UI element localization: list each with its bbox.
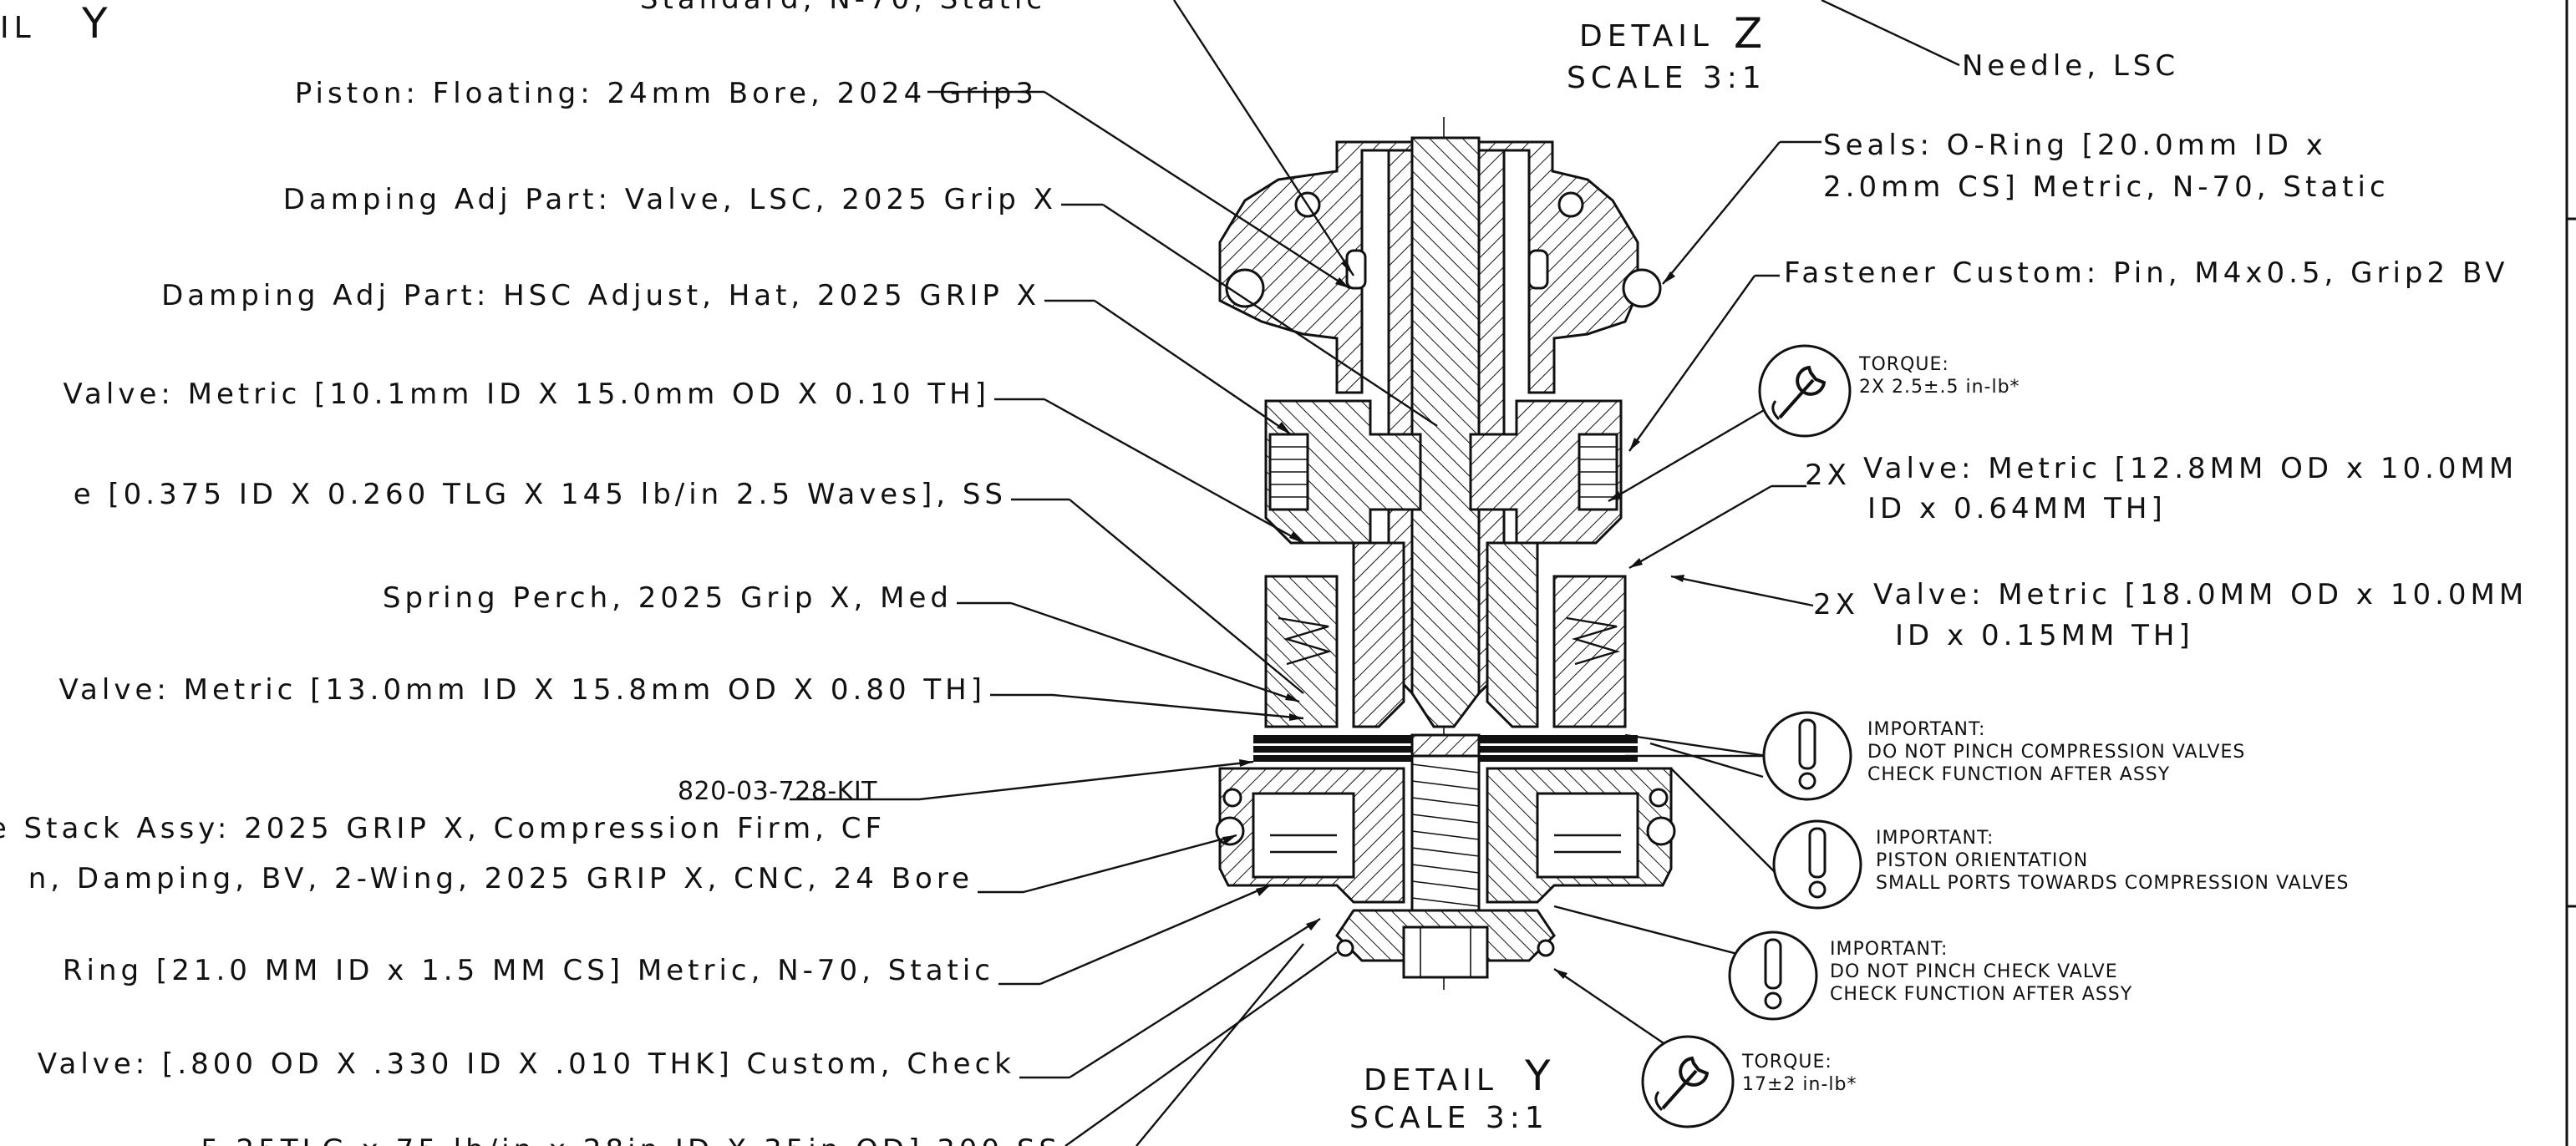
- label-valve180-qty: 2X: [1813, 588, 1859, 621]
- label-check-valve: Valve: [.800 OD X .330 ID X .010 THK] Cu…: [38, 1047, 1015, 1081]
- detail-z-title: DETAIL Z SCALE 3:1: [1567, 9, 1766, 95]
- label-lsc-valve: Damping Adj Part: Valve, LSC, 2025 Grip …: [283, 183, 1057, 216]
- svg-text:SCALE 3:1: SCALE 3:1: [1567, 61, 1766, 95]
- hsc-hat: [1218, 140, 1639, 394]
- leader-arrows: [1222, 261, 1684, 979]
- corner-detail-label: IL Y: [0, 0, 108, 48]
- svg-text:IL: IL: [0, 11, 36, 45]
- important-note-1: IMPORTANT: DO NOT PINCH COMPRESSION VALV…: [1762, 711, 2245, 801]
- label-seals-line1: Seals: O-Ring [20.0mm ID x: [1823, 129, 2327, 162]
- exclamation-icon: [1728, 930, 1818, 1021]
- label-standard-n70: Standard, N-70, Static: [640, 0, 1046, 16]
- svg-text:IMPORTANT:: IMPORTANT:: [1867, 719, 1985, 740]
- label-valve-101: Valve: Metric [10.1mm ID X 15.0mm OD X 0…: [63, 378, 990, 411]
- label-valve128-line1: Valve: Metric [12.8MM OD x 10.0MM: [1863, 452, 2518, 485]
- spring-perch: [1264, 575, 1339, 728]
- label-spring-bottom: 5 25TLG x 75 lb/in x 28in ID X 35in OD] …: [201, 1133, 1061, 1146]
- important-note-2: IMPORTANT: PISTON ORIENTATION SMALL PORT…: [1772, 819, 2349, 910]
- torque-note-2: TORQUE: 17±2 in-lb*: [1641, 1035, 1857, 1128]
- label-valve-stack: lve Stack Assy: 2025 GRIP X, Compression…: [0, 812, 886, 845]
- svg-text:PISTON ORIENTATION: PISTON ORIENTATION: [1876, 850, 2088, 871]
- label-valve180-line2: ID x 0.15MM TH]: [1895, 619, 2194, 652]
- label-valve-130: Valve: Metric [13.0mm ID X 15.8mm OD X 0…: [58, 673, 986, 707]
- svg-text:Y: Y: [81, 0, 108, 48]
- svg-text:17±2 in-lb*: 17±2 in-lb*: [1742, 1074, 1857, 1095]
- svg-text:DETAIL: DETAIL: [1579, 19, 1714, 53]
- wrench-icon: [1758, 344, 1852, 438]
- svg-text:2X 2.5±.5 in-lb*: 2X 2.5±.5 in-lb*: [1859, 377, 2020, 398]
- svg-text:CHECK FUNCTION AFTER ASSY: CHECK FUNCTION AFTER ASSY: [1867, 764, 2170, 785]
- svg-text:TORQUE:: TORQUE:: [1741, 1052, 1832, 1072]
- label-valve180-line1: Valve: Metric [18.0MM OD x 10.0MM: [1873, 578, 2528, 611]
- label-needle-lsc: Needle, LSC: [1962, 49, 2179, 83]
- label-spring-perch: Spring Perch, 2025 Grip X, Med: [383, 581, 953, 615]
- label-fastener-pin: Fastener Custom: Pin, M4x0.5, Grip2 BV: [1784, 256, 2508, 290]
- label-oring-21: Ring [21.0 MM ID x 1.5 MM CS] Metric, N-…: [63, 954, 994, 987]
- needle-shaft: [1410, 136, 1481, 728]
- svg-text:Y: Y: [1524, 1052, 1551, 1100]
- svg-text:IMPORTANT:: IMPORTANT:: [1830, 939, 1948, 960]
- svg-text:CHECK FUNCTION AFTER ASSY: CHECK FUNCTION AFTER ASSY: [1830, 984, 2132, 1005]
- label-wave-spring: e [0.375 ID X 0.260 TLG X 145 lb/in 2.5 …: [74, 478, 1007, 511]
- label-hsc-hat: Damping Adj Part: HSC Adjust, Hat, 2025 …: [161, 279, 1040, 312]
- wrench-icon: [1641, 1035, 1735, 1128]
- label-valve128-line2: ID x 0.64MM TH]: [1867, 492, 2167, 525]
- svg-text:IMPORTANT:: IMPORTANT:: [1876, 828, 1994, 849]
- svg-text:SCALE 3:1: SCALE 3:1: [1349, 1101, 1549, 1135]
- label-piston-damping: n, Damping, BV, 2-Wing, 2025 GRIP X, CNC…: [28, 862, 973, 895]
- label-seals-line2: 2.0mm CS] Metric, N-70, Static: [1823, 170, 2390, 204]
- right-callouts: Needle, LSC Seals: O-Ring [20.0mm ID x 2…: [1784, 49, 2528, 652]
- exclamation-icon: [1772, 819, 1862, 910]
- sheet-border: [2565, 0, 2576, 1146]
- cross-section: [1215, 117, 1676, 990]
- svg-text:TORQUE:: TORQUE:: [1858, 354, 1949, 375]
- svg-text:DO NOT PINCH COMPRESSION VALVE: DO NOT PINCH COMPRESSION VALVES: [1867, 742, 2245, 763]
- left-callouts: Standard, N-70, Static Piston: Floating:…: [0, 0, 1061, 1146]
- svg-text:DETAIL: DETAIL: [1364, 1063, 1498, 1098]
- label-valve128-qty: 2X: [1805, 459, 1851, 492]
- exclamation-icon: [1762, 711, 1852, 801]
- torque-note-1: TORQUE: 2X 2.5±.5 in-lb*: [1758, 344, 2020, 438]
- svg-text:SMALL PORTS TOWARDS COMPRESSIO: SMALL PORTS TOWARDS COMPRESSION VALVES: [1876, 873, 2349, 894]
- detail-y-title: DETAIL Y SCALE 3:1: [1349, 1052, 1551, 1135]
- leader-lines: [790, 0, 1960, 1146]
- important-note-3: IMPORTANT: DO NOT PINCH CHECK VALVE CHEC…: [1728, 930, 2132, 1021]
- svg-text:Z: Z: [1734, 9, 1762, 58]
- label-piston-floating: Piston: Floating: 24mm Bore, 2024 Grip3: [295, 77, 1038, 110]
- label-kit: 820-03-728-KIT: [678, 777, 877, 806]
- svg-text:DO NOT PINCH CHECK VALVE: DO NOT PINCH CHECK VALVE: [1830, 961, 2118, 982]
